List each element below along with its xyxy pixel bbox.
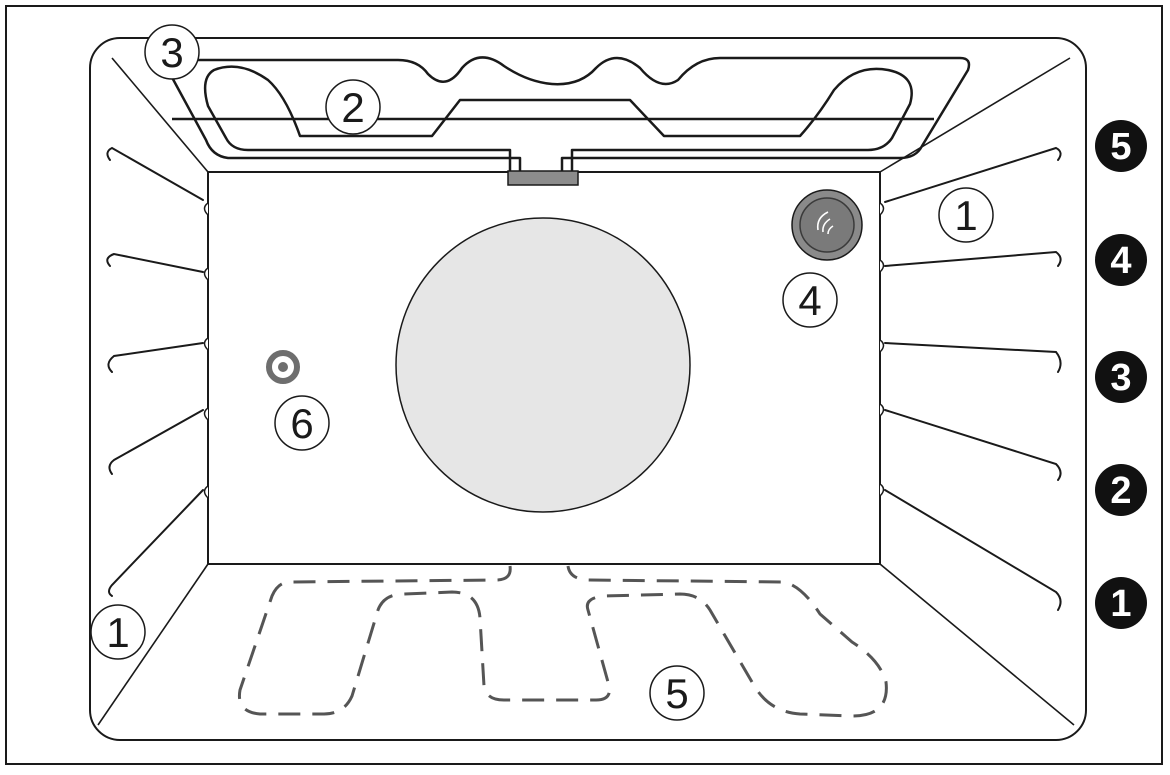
shelf-level-badge: 4 — [1095, 234, 1147, 286]
oven-cavity-outline — [89, 37, 1087, 741]
shelf-level-badge: 5 — [1095, 120, 1147, 172]
right-runner-mounts — [879, 202, 885, 497]
svg-text:3: 3 — [160, 29, 183, 76]
left-side-runners — [106, 146, 204, 597]
shelf-level-badge: 3 — [1095, 351, 1147, 403]
svg-text:6: 6 — [290, 400, 313, 447]
svg-text:4: 4 — [1110, 240, 1131, 282]
svg-text:1: 1 — [106, 609, 129, 656]
bottom-heat-element — [237, 565, 888, 718]
cavity-perspective-lines — [97, 57, 1075, 726]
outer-frame — [5, 5, 1163, 765]
shelf-level-badge: 1 — [1095, 577, 1147, 629]
svg-text:2: 2 — [1110, 470, 1131, 512]
fan-cover — [395, 217, 691, 513]
left-runner-mounts — [203, 202, 209, 499]
callout-grill-element: 2 — [325, 79, 381, 135]
svg-text:4: 4 — [798, 277, 821, 324]
callout-bottom-heat-element: 5 — [649, 665, 705, 721]
grill-element — [203, 65, 913, 184]
shelf-level-badge: 2 — [1095, 464, 1147, 516]
right-side-runners — [884, 146, 1062, 611]
svg-text:5: 5 — [1110, 126, 1131, 168]
svg-text:2: 2 — [341, 84, 364, 131]
callout-side-runner-right: 1 — [938, 187, 994, 243]
svg-text:5: 5 — [665, 670, 688, 717]
svg-text:1: 1 — [954, 192, 977, 239]
svg-text:1: 1 — [1110, 583, 1131, 625]
element-connector — [507, 170, 579, 186]
oven-light — [791, 189, 863, 261]
svg-text:3: 3 — [1110, 357, 1131, 399]
shelf-level-badges: 5 4 3 2 1 — [1095, 120, 1147, 629]
temperature-sensor — [266, 350, 300, 384]
callout-side-runner-left: 1 — [90, 604, 146, 660]
callout-light: 4 — [782, 272, 838, 328]
callout-top-heat-element: 3 — [144, 24, 200, 80]
callout-temperature-sensor: 6 — [274, 395, 330, 451]
